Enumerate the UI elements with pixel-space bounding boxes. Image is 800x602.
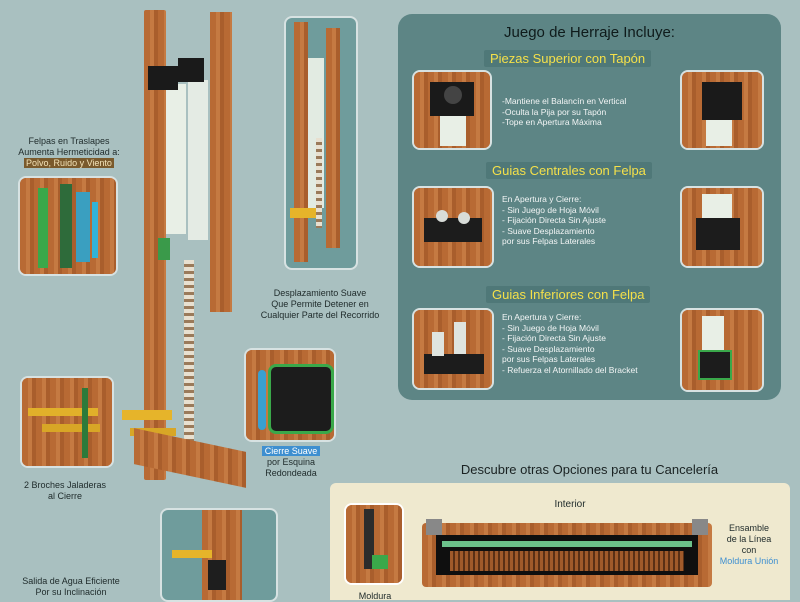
broches-caption: 2 Broches Jaladeras al Cierre	[10, 480, 120, 502]
inferiores-left-image	[414, 310, 492, 388]
window-profile-cutaway	[122, 10, 248, 488]
felpas-caption-line2: Aumenta Hermeticidad a:	[18, 147, 120, 157]
inferiores-bullet: En Apertura y Cierre:	[502, 312, 582, 322]
section-superior-title: Piezas Superior con Tapón	[484, 50, 652, 67]
cierre-tag-text: Cierre Suave	[261, 446, 321, 456]
sliding-profile-image	[286, 18, 356, 268]
felpas-caption: Felpas en Traslapes Aumenta Hermeticidad…	[4, 136, 134, 169]
centrales-bullets: En Apertura y Cierre: - Sin Juego de Hoj…	[502, 194, 606, 247]
centrales-bullet: - Suave Desplazamiento	[502, 225, 595, 236]
desplaz-line2: Que Permite Detener en	[271, 299, 369, 309]
superior-bullets: -Mantiene el Balancín en Vertical -Ocult…	[502, 96, 626, 128]
inferiores-bullet: - Refuerza el Atornillado del Bracket	[502, 364, 638, 375]
salida-caption-line1: Salida de Agua Eficiente	[22, 576, 120, 586]
hardware-panel: Juego de Herraje Incluye: Piezas Superio…	[398, 14, 781, 400]
ensamble-line2: de la Línea	[726, 534, 772, 544]
ensamble-line3: con	[741, 545, 757, 555]
felpas-tags: Polvo, Ruido y Viento	[4, 158, 134, 169]
superior-bullet: -Tope en Apertura Máxima	[502, 117, 602, 127]
cierre-line3: Redondeada	[265, 468, 317, 478]
salida-caption: Salida de Agua Eficiente Por su Inclinac…	[6, 576, 136, 598]
desplaz-line3: Cualquier Parte del Recorrido	[260, 310, 380, 320]
cierre-tag: Cierre Suave	[244, 446, 338, 457]
cierre-detail-image	[246, 350, 334, 440]
desplaz-line1: Desplazamiento Suave	[273, 288, 367, 298]
moldura-cut-label: Moldura	[358, 591, 392, 601]
centrales-left-image	[414, 188, 492, 266]
centrales-bullet: por sus Felpas Laterales	[502, 236, 596, 246]
ensamble-line4: Moldura Unión	[719, 556, 779, 566]
centrales-right-image	[682, 188, 762, 266]
superior-bullet: -Mantiene el Balancín en Vertical	[502, 96, 627, 106]
inferiores-bullet: - Suave Desplazamiento	[502, 343, 595, 354]
inferiores-bullet: - Fijación Directa Sin Ajuste	[502, 333, 606, 343]
centrales-bullet: - Fijación Directa Sin Ajuste	[502, 215, 606, 225]
desplazamiento-caption: Desplazamiento Suave Que Permite Detener…	[250, 288, 390, 321]
inferiores-bullet: por sus Felpas Laterales	[502, 354, 596, 364]
cierre-caption: Cierre Suave por Esquina Redondeada	[244, 446, 338, 479]
superior-right-image	[682, 72, 762, 148]
felpas-tags-text: Polvo, Ruido y Viento	[24, 158, 114, 168]
section-centrales-title: Guias Centrales con Felpa	[486, 162, 652, 179]
felpas-caption-line1: Felpas en Traslapes	[28, 136, 110, 146]
superior-bullet: -Oculta la Pija por su Tapón	[502, 106, 607, 117]
ensamble-line1: Ensamble	[728, 523, 770, 533]
broches-detail-image	[22, 378, 112, 466]
broches-caption-line2: al Cierre	[47, 491, 82, 501]
cierre-line2: por Esquina	[266, 457, 316, 467]
salida-detail-image	[162, 510, 276, 600]
options-panel: Moldura Interior Ensamble de la Línea co…	[330, 483, 790, 601]
options-title: Descubre otras Opciones para tu Canceler…	[460, 462, 719, 477]
broches-caption-line1: 2 Broches Jaladeras	[23, 480, 107, 490]
interior-label: Interior	[554, 499, 586, 510]
panel-title: Juego de Herraje Incluye:	[504, 24, 675, 41]
assembly-section-image	[422, 515, 712, 595]
salida-caption-line2: Por su Inclinación	[35, 587, 107, 597]
inferiores-bullet: - Sin Juego de Hoja Móvil	[502, 322, 599, 333]
inferiores-right-image	[682, 310, 762, 390]
superior-left-image	[414, 72, 490, 148]
centrales-bullet: - Sin Juego de Hoja Móvil	[502, 204, 599, 215]
section-inferiores-title: Guias Inferiores con Felpa	[486, 286, 651, 303]
moldura-image	[346, 505, 402, 583]
centrales-bullet: En Apertura y Cierre:	[502, 194, 582, 204]
inferiores-bullets: En Apertura y Cierre: - Sin Juego de Hoj…	[502, 312, 638, 375]
ensamble-caption: Ensamble de la Línea con Moldura Unión	[714, 523, 784, 567]
felpas-detail-image	[20, 178, 116, 274]
